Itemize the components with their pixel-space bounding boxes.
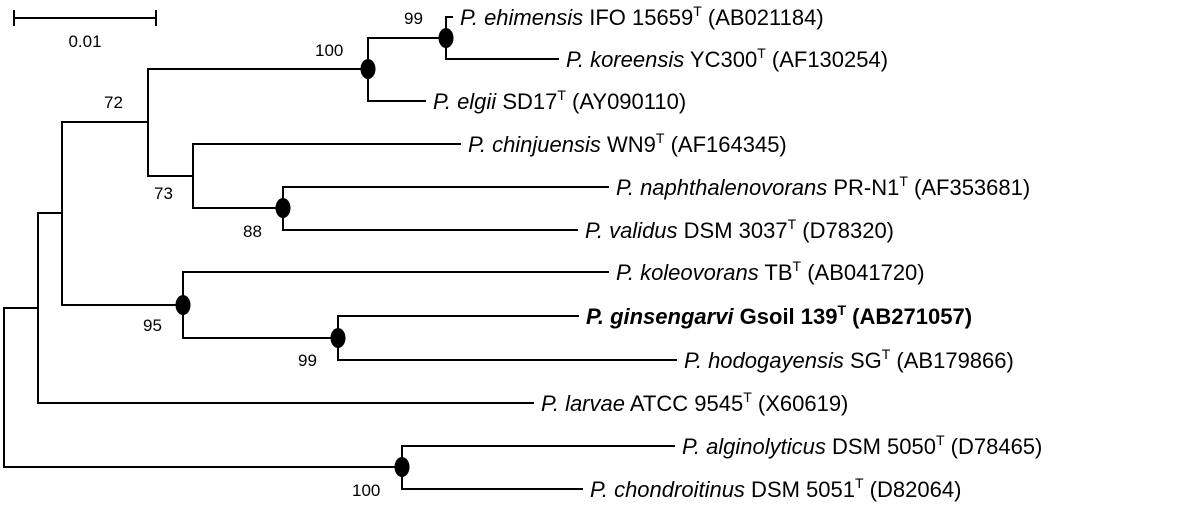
node-marker [275, 198, 291, 218]
taxon-genus-species: P. naphthalenovorans [616, 175, 827, 200]
taxon-strain: IFO 15659 [583, 5, 693, 30]
taxon-accession: (D78320) [796, 218, 894, 243]
type-strain-superscript: T [557, 87, 566, 103]
node-marker [438, 28, 454, 48]
bootstrap-value-upper-group: 72 [104, 93, 123, 112]
type-strain-superscript: T [757, 45, 766, 61]
taxon-strain: DSM 3037 [678, 218, 788, 243]
taxon-strain: SG [844, 348, 882, 373]
node-marker [175, 295, 191, 315]
taxon-label-validus: P. validus DSM 3037T (D78320) [585, 216, 894, 243]
taxon-labels: P. ehimensis IFO 15659T (AB021184)P. kor… [433, 3, 1042, 502]
taxon-accession: (AB271057) [846, 304, 972, 329]
taxon-genus-species: P. chinjuensis [468, 132, 601, 157]
taxon-label-ehimensis: P. ehimensis IFO 15659T (AB021184) [460, 3, 824, 30]
taxon-label-koleovorans: P. koleovorans TBT (AB041720) [616, 258, 925, 285]
taxon-label-chondroitinus: P. chondroitinus DSM 5051T (D82064) [590, 475, 961, 502]
taxon-accession: (X60619) [752, 391, 849, 416]
taxon-genus-species: P. hodogayensis [684, 348, 844, 373]
taxon-genus-species: P. koreensis [566, 47, 684, 72]
taxon-accession: (AF353681) [908, 175, 1030, 200]
taxon-genus-species: P. alginolyticus [682, 434, 826, 459]
taxon-label-naphthalenovorans: P. naphthalenovorans PR-N1T (AF353681) [616, 173, 1030, 200]
taxon-label-ginsengarvi: P. ginsengarvi Gsoil 139T (AB271057) [586, 302, 972, 329]
type-strain-superscript: T [693, 3, 702, 19]
taxon-accession: (AB179866) [890, 348, 1014, 373]
type-strain-superscript: T [838, 302, 847, 318]
taxon-genus-species: P. ginsengarvi [586, 304, 734, 329]
taxon-accession: (D78465) [945, 434, 1043, 459]
taxon-accession: (AF130254) [766, 47, 888, 72]
bootstrap-labels: 99 100 72 73 88 95 99 100 [104, 9, 423, 500]
type-strain-superscript: T [882, 346, 891, 362]
taxon-genus-species: P. validus [585, 218, 678, 243]
taxon-accession: (D82064) [864, 477, 962, 502]
taxon-genus-species: P. koleovorans [616, 260, 759, 285]
bootstrap-value-naphthalenovorans-validus: 88 [243, 222, 262, 241]
taxon-strain: DSM 5050 [826, 434, 936, 459]
type-strain-superscript: T [743, 389, 752, 405]
type-strain-superscript: T [793, 258, 802, 274]
taxon-strain: WN9 [601, 132, 656, 157]
taxon-genus-species: P. ehimensis [460, 5, 583, 30]
tree-branches [3, 16, 677, 490]
bootstrap-value-ehimensis-koreensis: 99 [404, 9, 423, 28]
node-marker [330, 328, 346, 348]
taxon-accession: (AF164345) [664, 132, 786, 157]
taxon-label-hodogayensis: P. hodogayensis SGT (AB179866) [684, 346, 1014, 373]
taxon-genus-species: P. larvae [541, 391, 625, 416]
taxon-strain: YC300 [684, 47, 757, 72]
taxon-accession: (AB021184) [702, 5, 824, 30]
taxon-label-chinjuensis: P. chinjuensis WN9T (AF164345) [468, 130, 787, 157]
taxon-genus-species: P. elgii [433, 89, 497, 114]
scale-bar-label: 0.01 [68, 32, 101, 51]
bootstrap-value-chinjuensis-clade: 73 [154, 184, 173, 203]
taxon-strain: DSM 5051 [745, 477, 855, 502]
type-strain-superscript: T [936, 432, 945, 448]
taxon-strain: TB [759, 260, 793, 285]
taxon-label-alginolyticus: P. alginolyticus DSM 5050T (D78465) [682, 432, 1042, 459]
type-strain-superscript: T [899, 173, 908, 189]
taxon-strain: PR-N1 [827, 175, 899, 200]
bootstrap-value-koleovorans-clade: 95 [143, 316, 162, 335]
type-strain-superscript: T [855, 475, 864, 491]
node-markers [175, 28, 454, 477]
bootstrap-value-elgii-clade: 100 [315, 41, 343, 60]
scale-bar [13, 10, 157, 26]
taxon-genus-species: P. chondroitinus [590, 477, 745, 502]
bootstrap-value-alginolyticus-chondroitinus: 100 [352, 481, 380, 500]
taxon-strain: ATCC 9545 [625, 391, 743, 416]
taxon-label-larvae: P. larvae ATCC 9545T (X60619) [541, 389, 848, 416]
bootstrap-value-ginsengarvi-hodogayensis: 99 [298, 351, 317, 370]
type-strain-superscript: T [788, 216, 797, 232]
taxon-label-koreensis: P. koreensis YC300T (AF130254) [566, 45, 888, 72]
taxon-accession: (AY090110) [566, 89, 686, 114]
taxon-strain: Gsoil 139 [734, 304, 838, 329]
taxon-accession: (AB041720) [801, 260, 925, 285]
taxon-label-elgii: P. elgii SD17T (AY090110) [433, 87, 686, 114]
taxon-strain: SD17 [496, 89, 557, 114]
node-marker [360, 59, 376, 79]
type-strain-superscript: T [656, 130, 665, 146]
node-marker [394, 457, 410, 477]
